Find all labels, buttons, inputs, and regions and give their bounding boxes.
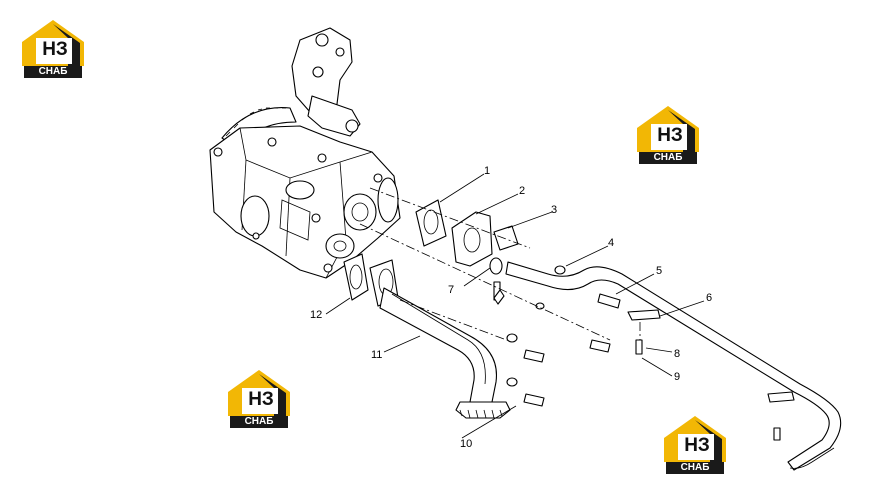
bolts-10 xyxy=(506,333,545,407)
house-icon xyxy=(22,20,84,66)
callout-3: 3 xyxy=(551,204,557,216)
logo-word: СНАБ xyxy=(24,66,82,78)
watermark-logo: НЗ СНАБ xyxy=(22,20,84,78)
callout-4: 4 xyxy=(608,237,614,249)
house-icon xyxy=(228,370,290,416)
flange-2 xyxy=(451,211,493,267)
bolt-9 xyxy=(635,339,643,355)
house-icon xyxy=(637,106,699,152)
pipe-6 xyxy=(505,261,842,471)
callout-10: 10 xyxy=(460,438,472,450)
gasket-12 xyxy=(343,253,369,301)
suction-pipe-11 xyxy=(369,259,511,419)
logo-letters: НЗ xyxy=(42,39,68,60)
callout-1: 1 xyxy=(484,165,490,177)
bolt xyxy=(773,427,781,441)
callout-8: 8 xyxy=(674,348,680,360)
callout-5: 5 xyxy=(656,265,662,277)
logo-word: СНАБ xyxy=(639,152,697,164)
watermark-logo: НЗ СНАБ xyxy=(664,416,726,474)
assembly-line xyxy=(369,187,531,249)
logo-letters: НЗ xyxy=(684,435,710,456)
clip-8 xyxy=(627,309,661,321)
small-bolt xyxy=(493,289,505,305)
leader-lines xyxy=(325,173,705,439)
assembly-line xyxy=(399,299,513,343)
oil-pump-assembly xyxy=(209,27,401,279)
bolt xyxy=(589,339,611,353)
callout-2: 2 xyxy=(519,185,525,197)
bolt-5 xyxy=(597,293,621,309)
logo-word: СНАБ xyxy=(666,462,724,474)
callout-9: 9 xyxy=(674,371,680,383)
assembly-line xyxy=(359,223,611,341)
callout-7: 7 xyxy=(448,284,454,296)
logo-letters: НЗ xyxy=(248,389,274,410)
clip xyxy=(767,391,795,403)
callout-6: 6 xyxy=(706,292,712,304)
clamp-3 xyxy=(493,225,519,251)
watermark-logo: НЗ СНАБ xyxy=(637,106,699,164)
callout-11: 11 xyxy=(371,349,382,361)
callout-12: 12 xyxy=(310,309,322,321)
watermark-logo: НЗ СНАБ xyxy=(228,370,290,428)
o-ring-7 xyxy=(489,257,503,275)
house-icon xyxy=(664,416,726,462)
logo-letters: НЗ xyxy=(657,125,683,146)
gasket-1 xyxy=(415,199,447,247)
washer-4 xyxy=(554,265,566,275)
logo-word: СНАБ xyxy=(230,416,288,428)
